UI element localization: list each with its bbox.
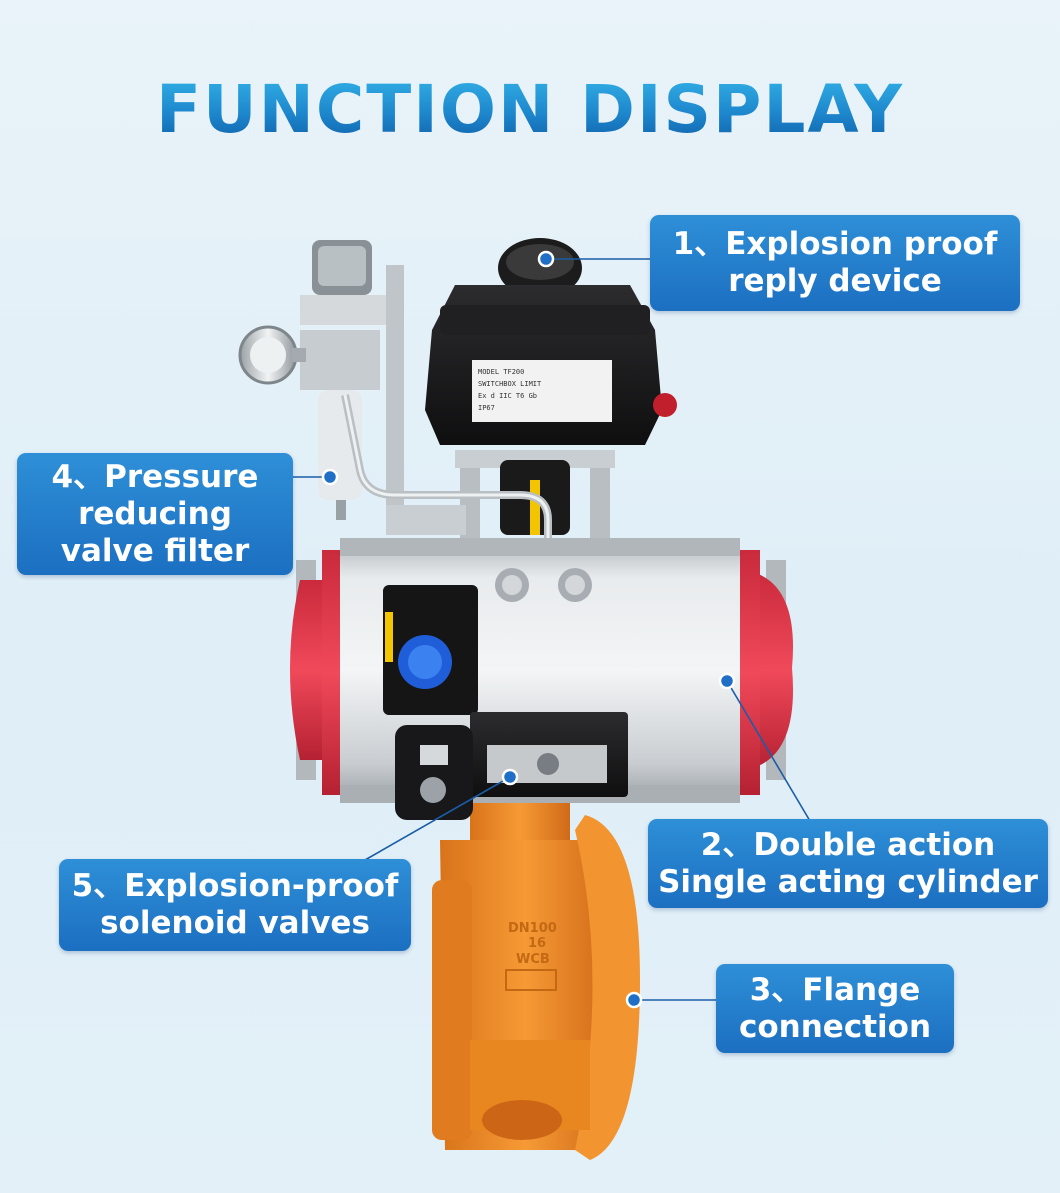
callout-3-line-1: 3、Flange xyxy=(749,971,921,1008)
limit-switch-box: MODEL TF200 SWITCHBOX LIMIT Ex d IIC T6 … xyxy=(425,238,677,445)
callout-explosion-proof-reply-device: 1、Explosion proof reply device xyxy=(650,215,1020,311)
callout-5-line-2: solenoid valves xyxy=(100,905,370,941)
callout-4-line-3: valve filter xyxy=(60,532,250,569)
filter-regulator xyxy=(238,240,564,695)
callout-dots xyxy=(321,250,736,1009)
dot-cylinder xyxy=(718,672,736,690)
nameplate-line-2: SWITCHBOX LIMIT xyxy=(478,380,542,388)
casting-size: DN100 xyxy=(508,921,557,936)
page-title: FUNCTION DISPLAY xyxy=(0,70,1060,150)
nameplate-line-1: MODEL TF200 xyxy=(478,368,524,376)
callout-explosion-proof-solenoid-valves: 5、Explosion-proof solenoid valves xyxy=(59,859,411,951)
callout-2-line-2: Single acting cylinder xyxy=(658,863,1038,900)
callout-1-line-1: 1、Explosion proof xyxy=(672,226,998,262)
mounting-bracket xyxy=(386,265,615,540)
callout-pressure-reducing-valve-filter: 4、Pressure reducing valve filter xyxy=(17,453,293,575)
dot-solenoid xyxy=(501,768,519,786)
switchbox-nameplate: MODEL TF200 SWITCHBOX LIMIT Ex d IIC T6 … xyxy=(478,368,542,412)
callout-double-action-cylinder: 2、Double action Single acting cylinder xyxy=(648,819,1048,908)
callout-4-line-1: 4、Pressure xyxy=(51,458,259,495)
callout-2-line-1: 2、Double action xyxy=(700,826,996,863)
callout-flange-connection: 3、Flange connection xyxy=(716,964,954,1053)
casting-pressure: 16 xyxy=(528,936,546,951)
nameplate-line-3: Ex d IIC T6 Gb xyxy=(478,392,537,400)
nameplate-line-4: IP67 xyxy=(478,404,495,412)
dot-flange xyxy=(625,991,643,1009)
callout-5-line-1: 5、Explosion-proof xyxy=(71,868,399,904)
dot-filter xyxy=(321,468,339,486)
callout-3-line-2: connection xyxy=(738,1008,932,1045)
dot-switch-box xyxy=(537,250,555,268)
valve-body: DN100 16 WCB xyxy=(432,800,640,1160)
solenoid-valve xyxy=(383,585,628,820)
callout-4-line-2: reducing xyxy=(78,495,232,532)
casting-material: WCB xyxy=(516,952,550,967)
callout-1-line-2: reply device xyxy=(728,263,942,299)
callout-leaders xyxy=(293,258,811,1001)
valve-casting-marks: DN100 16 WCB xyxy=(508,921,557,967)
